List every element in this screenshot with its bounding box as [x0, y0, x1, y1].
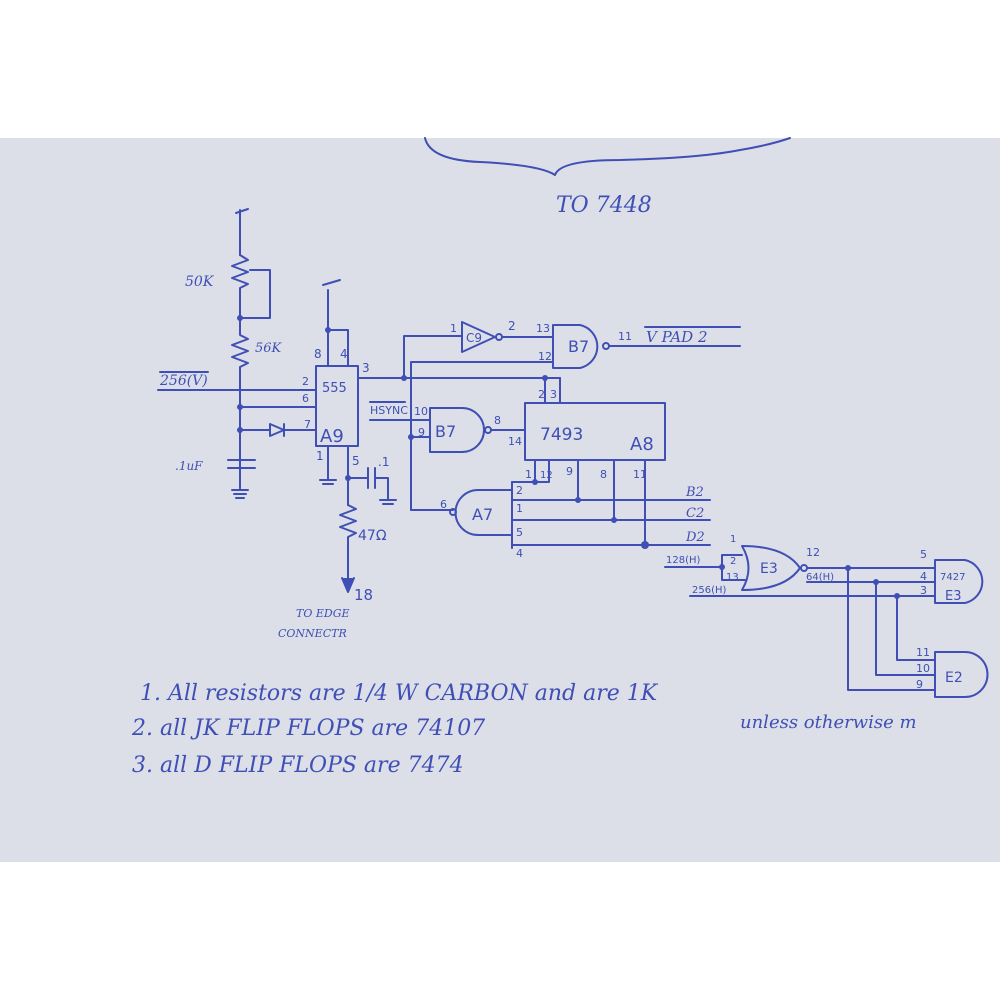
arrow-to-edge-connector — [341, 577, 355, 593]
signal-256h: 256(H) — [692, 585, 727, 596]
to-7448-label: TO 7448 — [556, 193, 652, 218]
timer-type-label: 555 — [322, 381, 347, 396]
pin-label: 1 — [730, 534, 736, 545]
resistor-56k — [231, 317, 249, 471]
diode — [269, 423, 317, 437]
signal-64h: 64(H) — [806, 572, 834, 583]
pin-label: 12 — [540, 470, 553, 481]
signal-vpad2: V PAD 2 — [646, 328, 708, 346]
gate-label: B7 — [568, 337, 589, 356]
timer-555-a9 — [315, 279, 397, 593]
capacitor2-label: .1 — [378, 455, 389, 469]
gate-e2 — [934, 651, 989, 698]
resistor-47-ohm — [339, 504, 357, 586]
gate-label: E3 — [945, 589, 962, 604]
pin-label: 5 — [516, 526, 523, 539]
resistor-47-label: 47Ω — [358, 528, 387, 544]
inverter-label: C9 — [466, 331, 482, 345]
pin-label: 5 — [920, 548, 927, 561]
pin-label: 8 — [600, 468, 607, 481]
pin-label: 2 — [302, 375, 309, 388]
timing-network — [227, 208, 317, 499]
pin-label: 1 — [516, 502, 523, 515]
pin-label: 6 — [440, 498, 447, 511]
pin-label: 2 — [538, 388, 545, 401]
inverter-c9 — [461, 321, 496, 353]
pin-label: 11 — [916, 646, 930, 659]
pin-label: 1 — [316, 449, 324, 463]
gate-label: B7 — [435, 422, 456, 441]
brace-to-7448 — [424, 137, 791, 176]
nand-gate-b7-mid — [429, 407, 485, 453]
pin-label: 13 — [536, 322, 550, 335]
nor-gate-e3 — [741, 545, 801, 591]
gate-7427-e3 — [934, 559, 984, 604]
potentiometer-50k — [231, 254, 249, 319]
pin-label: 11 — [633, 468, 647, 481]
pin-label: 4 — [340, 347, 348, 361]
counter-7493-a8 — [524, 402, 666, 461]
nand-gate-b7-top — [552, 324, 599, 369]
note-1: 1. All resistors are 1/4 W CARBON and ar… — [140, 681, 659, 706]
signal-256v: 256(V) — [159, 373, 208, 389]
pot-label: 50K — [185, 274, 215, 290]
pin-label: 9 — [916, 678, 923, 691]
pin-label: 3 — [920, 584, 927, 597]
side-note: unless otherwise m — [740, 712, 917, 733]
capacitor-label: .1uF — [175, 459, 203, 473]
resistor-56k-label: 56K — [255, 341, 283, 356]
pin-label: 2 — [730, 556, 736, 567]
counter-ref-label: A8 — [630, 434, 654, 455]
pin-label: 8 — [314, 347, 322, 361]
to-edge-label: TO EDGE — [296, 607, 350, 620]
pin-label: 2 — [516, 484, 523, 497]
signal-hsync: HSYNC — [370, 404, 408, 417]
pin-label: 12 — [806, 546, 820, 559]
counter-type-label: 7493 — [540, 425, 583, 445]
pin-label: 11 — [618, 330, 632, 343]
pin-label: 1 — [525, 468, 532, 481]
connector-label: CONNECTR — [278, 627, 347, 640]
pin-label: 4 — [920, 570, 927, 583]
note-2: 2. all JK FLIP FLOPS are 74107 — [131, 716, 485, 741]
note-3: 3. all D FLIP FLOPS are 7474 — [132, 753, 464, 778]
gate-type-label: 7427 — [940, 572, 965, 583]
pin-label: 10 — [414, 405, 428, 418]
timer-ref-label: A9 — [320, 426, 344, 447]
signal-d2: D2 — [685, 530, 705, 545]
pin-label: 14 — [508, 435, 522, 448]
pin-label: 7 — [304, 418, 311, 431]
gate-label: E3 — [760, 561, 778, 577]
schematic-paper — [0, 138, 1000, 862]
pin-label: 1 — [450, 322, 457, 335]
pin-label: 4 — [516, 547, 523, 560]
pin-label: 3 — [550, 388, 557, 401]
pin-label: 10 — [916, 662, 930, 675]
signal-b2: B2 — [685, 485, 704, 500]
pin-label: 12 — [538, 350, 552, 363]
pin-label: 8 — [494, 414, 501, 427]
pin-label: 13 — [726, 572, 739, 583]
pin-label: 9 — [566, 465, 573, 478]
pin-label: 3 — [362, 361, 370, 375]
pin-label: 2 — [508, 319, 516, 333]
signal-c2: C2 — [686, 506, 704, 521]
signal-128h: 128(H) — [666, 555, 701, 566]
pin-label: 6 — [302, 392, 309, 405]
pin-label: 9 — [418, 426, 425, 439]
gate-label: E2 — [945, 670, 963, 686]
pin-18-label: 18 — [354, 586, 373, 604]
pin-label: 5 — [352, 454, 360, 468]
gate-label: A7 — [472, 505, 493, 524]
